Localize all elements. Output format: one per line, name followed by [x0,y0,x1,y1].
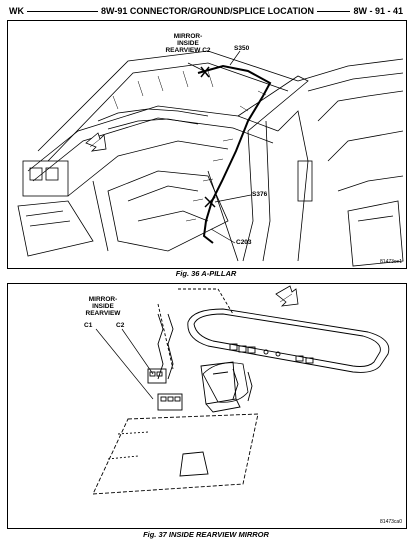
connector-c1-label: C1 [84,322,93,329]
header-model-code: WK [6,4,27,18]
splice-s350-label: S350 [234,45,250,52]
a-pillar-illustration [17,50,404,267]
connector-c203-label: C203 [236,239,252,246]
connector-c2-label: C2 [116,322,125,329]
figure-37-panel: MIRROR- INSIDE REARVIEW C1 C2 81473ca0 [7,283,407,529]
figure-36-panel: MIRROR- INSIDE REARVIEW C2 S350 S376 C20… [7,20,407,269]
forward-arrow-icon [85,132,107,152]
figure-36-caption: Fig. 36 A-PILLAR [175,269,237,278]
header-section-title: 8W-91 CONNECTOR/GROUND/SPLICE LOCATION [98,4,317,18]
wire-harness [197,64,272,244]
forward-arrow-icon [275,285,299,307]
figure-37-caption: Fig. 37 INSIDE REARVIEW MIRROR [143,530,269,539]
header-page-number: 8W - 91 - 41 [350,4,406,18]
figure-36-code: 81473ce1 [380,259,402,265]
mirror-inside-rearview-label: MIRROR- INSIDE REARVIEW [85,296,121,317]
inside-rearview-mirror-illustration [92,285,390,495]
page-header: WK 8W-91 CONNECTOR/GROUND/SPLICE LOCATIO… [6,4,406,18]
mirror-inside-rearview-c2-label: MIRROR- INSIDE REARVIEW C2 [165,33,211,54]
splice-s376-label: S376 [252,191,268,198]
figure-37-code: 81473ca0 [380,519,402,525]
